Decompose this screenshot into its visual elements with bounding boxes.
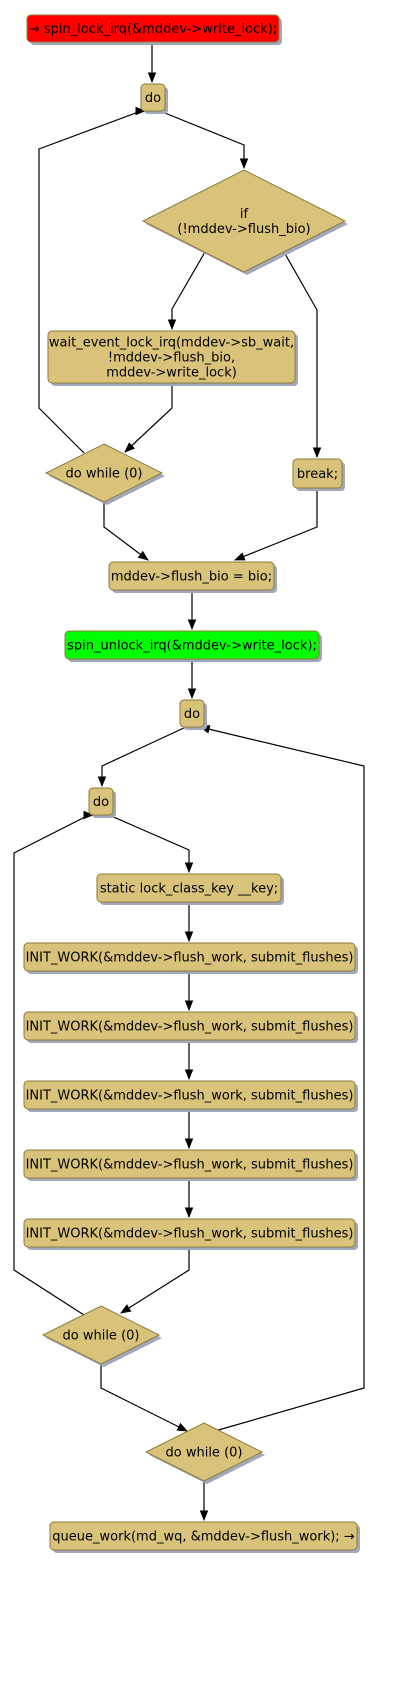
unlock-node: spin_unlock_irq(&mddev->write_lock); — [64, 630, 322, 662]
node-text: mddev->flush_bio = bio; — [111, 570, 272, 585]
node-text: INIT_WORK(&mddev->flush_work, submit_flu… — [26, 1089, 354, 1104]
init-work-node-4: INIT_WORK(&mddev->flush_work, submit_flu… — [23, 1149, 358, 1181]
break-node: break; — [292, 458, 345, 491]
node-text: wait_event_lock_irq(mddev->sb_wait, — [49, 336, 294, 351]
edge-arrow — [103, 502, 149, 561]
init-work-node-5: INIT_WORK(&mddev->flush_work, submit_flu… — [23, 1218, 358, 1250]
edge-arrow — [38, 106, 147, 454]
edge-arrow — [233, 488, 318, 561]
do-while-diamond-3: do while (0) — [41, 1305, 162, 1367]
edge-arrow — [283, 251, 322, 459]
init-work-node-2: INIT_WORK(&mddev->flush_work, submit_flu… — [23, 1011, 358, 1043]
flush-bio-assign-node: mddev->flush_bio = bio; — [108, 561, 277, 593]
node-text: if — [240, 207, 249, 222]
node-text: queue_work(md_wq, &mddev->flush_work); → — [52, 1530, 355, 1545]
edge-arrow — [167, 251, 206, 331]
edges — [13, 42, 365, 1522]
node-text: (!mddev->flush_bio) — [177, 222, 310, 237]
node-text: do while (0) — [63, 1329, 140, 1344]
queue-work-node: queue_work(md_wq, &mddev->flush_work); → — [49, 1521, 360, 1553]
node-text: break; — [297, 467, 338, 482]
node-text: do — [145, 91, 161, 106]
edge-arrow — [108, 814, 194, 874]
edge-arrow — [124, 383, 173, 453]
start-node: → spin_lock_irq(&mddev->write_lock); — [26, 14, 282, 45]
wait-event-node: wait_event_lock_irq(mddev->sb_wait,!mdde… — [47, 330, 298, 386]
node-text: do while (0) — [66, 467, 143, 482]
edge-arrow — [13, 810, 95, 1316]
static-key-node: static lock_class_key __key; — [96, 873, 284, 905]
edge-arrow — [159, 110, 249, 170]
node-text: mddev->write_lock) — [106, 366, 237, 381]
do-node-2: do — [179, 699, 207, 730]
init-work-node-1: INIT_WORK(&mddev->flush_work, submit_flu… — [23, 942, 358, 974]
init-work-node-3: INIT_WORK(&mddev->flush_work, submit_flu… — [23, 1080, 358, 1112]
edge-arrow — [120, 1247, 190, 1314]
edge-arrow — [198, 725, 365, 1432]
do-node-3: do — [88, 787, 116, 818]
node-text: static lock_class_key __key; — [100, 882, 278, 897]
edge-arrow — [97, 726, 187, 788]
edge-arrow — [100, 1364, 188, 1432]
node-text: INIT_WORK(&mddev->flush_work, submit_flu… — [26, 1158, 354, 1173]
node-text: do while (0) — [166, 1446, 243, 1461]
node-text: INIT_WORK(&mddev->flush_work, submit_flu… — [26, 1020, 354, 1035]
if-diamond: if(!mddev->flush_bio) — [141, 169, 348, 275]
node-text: !mddev->flush_bio, — [108, 351, 235, 366]
node-text: → spin_lock_irq(&mddev->write_lock); — [29, 22, 277, 37]
node-text: do — [184, 707, 200, 722]
node-text: do — [93, 795, 109, 810]
node-text: INIT_WORK(&mddev->flush_work, submit_flu… — [26, 1227, 354, 1242]
nodes: → spin_lock_irq(&mddev->write_lock);do if… — [23, 14, 360, 1553]
do-while-diamond-1: do while (0) — [44, 443, 165, 505]
do-while-diamond-2: do while (0) — [144, 1422, 265, 1484]
node-text: INIT_WORK(&mddev->flush_work, submit_flu… — [26, 951, 354, 966]
do-node-1: do — [140, 83, 168, 114]
node-text: spin_unlock_irq(&mddev->write_lock); — [67, 639, 317, 654]
